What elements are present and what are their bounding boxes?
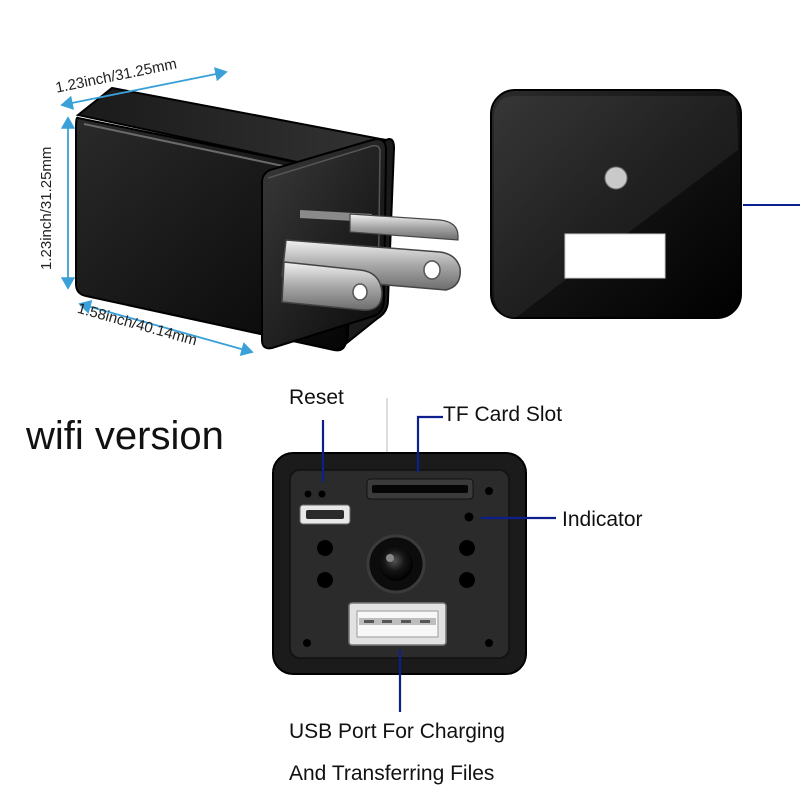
usb-port-label-line2: And Transferring Files (289, 762, 495, 785)
version-label: wifi version (26, 414, 224, 458)
callout-lines (321, 415, 556, 712)
width-dimension-arrow (60, 67, 228, 110)
tf-card-slot-label: TF Card Slot (443, 403, 563, 426)
front-view-usb-window (564, 233, 666, 279)
front-view-indicator-hole (604, 166, 628, 190)
tf-card-callout-line (416, 415, 443, 472)
charger-bottom-view (272, 452, 527, 675)
charger-3d-view (60, 67, 461, 357)
charger-front-view (490, 89, 800, 319)
indicator-light (464, 512, 474, 522)
length-dimension-arrow (78, 299, 254, 357)
plug-prongs (281, 210, 461, 311)
reset-hole (304, 490, 312, 498)
reset-label: Reset (289, 386, 344, 409)
indicator-label: Indicator (562, 508, 643, 531)
usb-port-label-line1: USB Port For Charging (289, 720, 505, 743)
front-view-body (490, 89, 742, 319)
height-dimension-label: 1.23inch/31.25mm (38, 146, 55, 270)
